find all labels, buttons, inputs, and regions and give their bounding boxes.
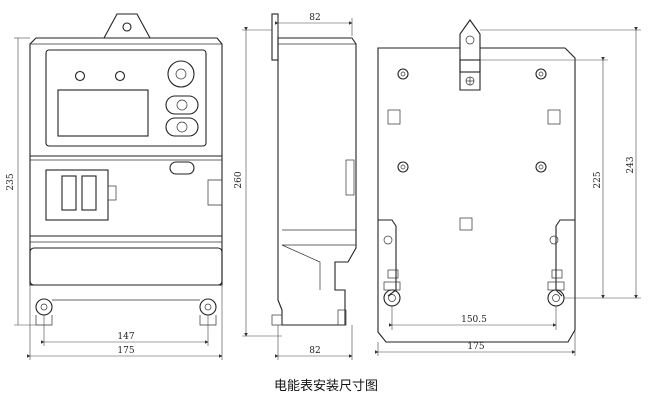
side-hook xyxy=(271,13,279,61)
dim-side-bottom-depth: 82 xyxy=(309,346,320,356)
front-lcd xyxy=(57,89,149,137)
front-view: 235 147 175 xyxy=(6,13,223,360)
dim-back-total-width: 175 xyxy=(467,342,484,352)
front-screw-left xyxy=(35,298,53,316)
figure-caption: 电能表安装尺寸图 xyxy=(273,379,378,394)
back-screw-right xyxy=(547,289,565,307)
back-hole-mr xyxy=(535,161,547,173)
front-screw-right xyxy=(199,298,217,316)
dim-side-height: 260 xyxy=(234,171,244,188)
front-button-1 xyxy=(165,95,199,115)
front-button-2 xyxy=(165,117,199,137)
dim-front-height: 235 xyxy=(6,173,16,190)
front-module-slot xyxy=(45,169,109,221)
back-hole-tl xyxy=(397,68,409,80)
back-hole-tr xyxy=(535,68,547,80)
dim-front-inner-width: 147 xyxy=(117,332,134,342)
back-view: 150.5 175 225 243 xyxy=(375,19,641,356)
dim-back-hole-spacing: 150.5 xyxy=(461,315,487,325)
front-display-panel xyxy=(45,49,207,147)
dim-back-total-height: 243 xyxy=(626,156,636,173)
side-body xyxy=(277,37,357,326)
side-view: 82 260 82 xyxy=(234,13,357,360)
back-plate xyxy=(377,47,576,343)
dim-back-mount-height: 225 xyxy=(593,171,603,188)
front-hook-hole xyxy=(122,22,132,32)
dim-front-total-width: 175 xyxy=(117,346,134,356)
front-hook xyxy=(103,13,151,39)
back-hole-ml xyxy=(397,161,409,173)
dim-side-top-depth: 82 xyxy=(309,13,320,23)
front-optical-port xyxy=(167,60,195,88)
front-small-button xyxy=(169,161,195,175)
front-led-2 xyxy=(114,70,126,82)
front-led-1 xyxy=(74,70,86,82)
front-terminal-cover xyxy=(29,247,223,286)
